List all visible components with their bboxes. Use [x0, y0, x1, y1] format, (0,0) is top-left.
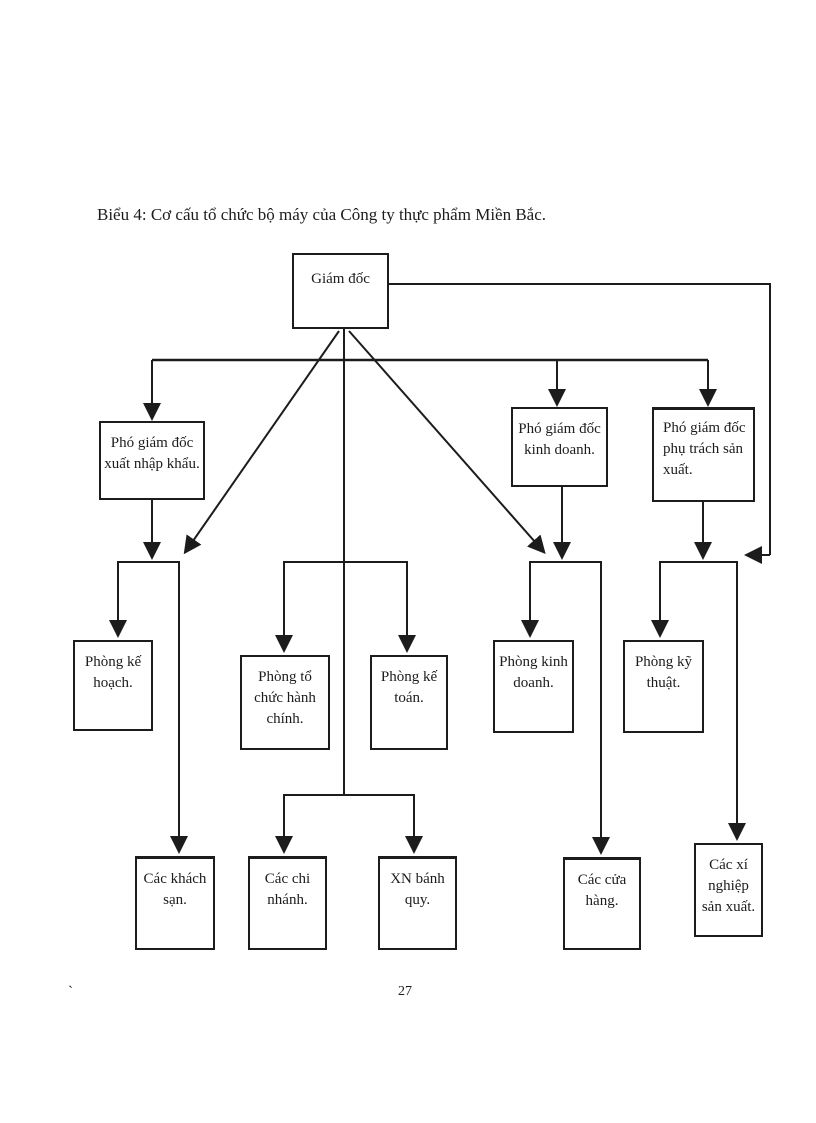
node-technical-dept: Phòng kỹ thuật. — [623, 640, 704, 733]
node-accounting-dept: Phòng kế toán. — [370, 655, 448, 750]
footer-stray-mark: ` — [68, 984, 73, 1000]
node-org-admin-dept: Phòng tổ chức hành chính. — [240, 655, 330, 750]
node-planning-dept: Phòng kế hoạch. — [73, 640, 153, 731]
node-business-dept: Phòng kinh doanh. — [493, 640, 574, 733]
node-deputy-business: Phó giám đốc kinh doanh. — [511, 407, 608, 487]
node-stores: Các cửa hàng. — [563, 857, 641, 950]
node-deputy-import-export: Phó giám đốc xuất nhập khẩu. — [99, 421, 205, 500]
chart-title: Biểu 4: Cơ cấu tổ chức bộ máy của Công t… — [97, 205, 547, 224]
node-deputy-production: Phó giám đốc phụ trách sản xuất. — [652, 407, 755, 502]
node-hotels: Các khách sạn. — [135, 856, 215, 950]
page-number: 27 — [398, 984, 412, 999]
node-biscuit-factory: XN bánh quy. — [378, 856, 457, 950]
node-branches: Các chi nhánh. — [248, 856, 327, 950]
node-director: Giám đốc — [292, 253, 389, 329]
node-production-factories: Các xí nghiệp sản xuất. — [694, 843, 763, 937]
